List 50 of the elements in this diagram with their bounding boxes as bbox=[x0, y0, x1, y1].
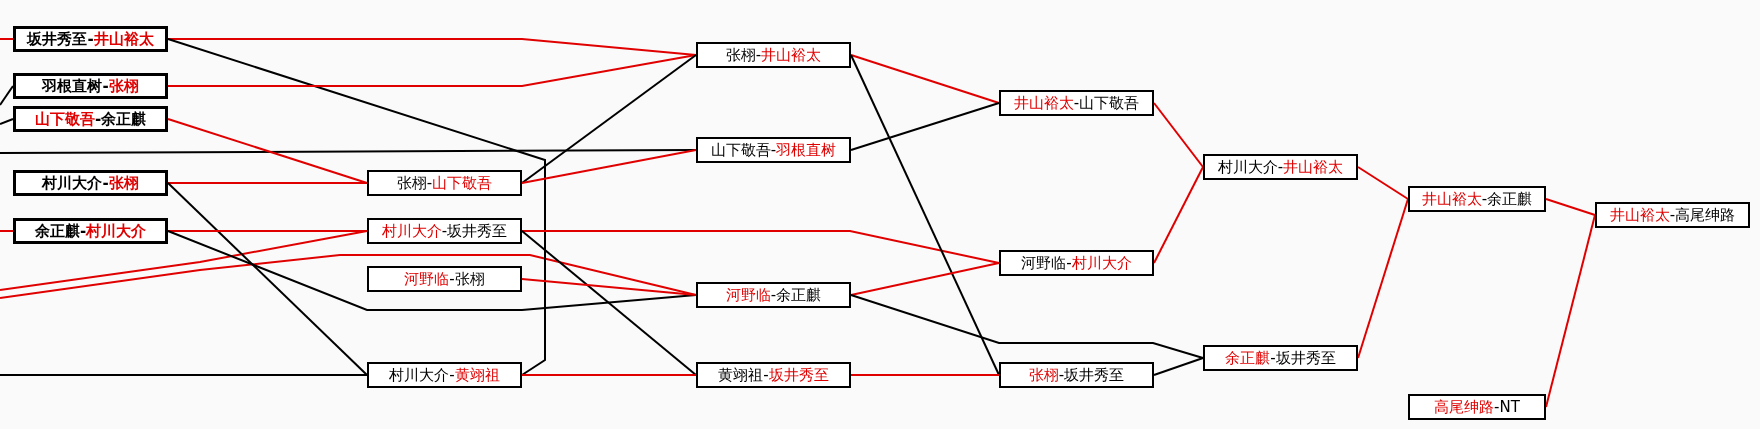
match-box: 张栩-山下敬吾 bbox=[367, 170, 522, 196]
match-box: 张栩-坂井秀至 bbox=[999, 362, 1154, 388]
bracket-line bbox=[167, 182, 368, 376]
bracket-line bbox=[850, 54, 1000, 104]
bracket-line bbox=[850, 102, 1000, 151]
bracket-line bbox=[521, 54, 697, 184]
bracket-line bbox=[1153, 357, 1204, 376]
bracket-line bbox=[850, 262, 1000, 296]
bracket-line bbox=[1357, 166, 1409, 200]
bracket-line bbox=[167, 38, 546, 376]
match-box: 河野临-余正麒 bbox=[696, 282, 851, 308]
bracket-line bbox=[1545, 198, 1596, 216]
match-box: 余正麒-坂井秀至 bbox=[1203, 345, 1358, 371]
bracket-line bbox=[850, 294, 1204, 359]
bracket-line bbox=[0, 254, 697, 299]
match-box: 井山裕太-余正麒 bbox=[1408, 186, 1546, 212]
bracket-line bbox=[1153, 102, 1204, 168]
match-box: 羽根直树-张栩 bbox=[13, 73, 168, 99]
bracket-line bbox=[0, 85, 14, 106]
match-box: 山下敬吾-羽根直树 bbox=[696, 137, 851, 163]
bracket-line bbox=[521, 278, 697, 296]
bracket-line bbox=[0, 230, 14, 232]
match-box: 余正麒-村川大介 bbox=[13, 218, 168, 244]
match-box: 河野临-村川大介 bbox=[999, 250, 1154, 276]
bracket-line bbox=[167, 230, 368, 232]
bracket-line bbox=[167, 54, 697, 87]
bracket-line bbox=[521, 374, 697, 376]
bracket-line bbox=[521, 149, 697, 184]
match-box: 坂井秀至-井山裕太 bbox=[13, 26, 168, 52]
match-box: 山下敬吾-余正麒 bbox=[13, 106, 168, 132]
bracket-line bbox=[1153, 166, 1204, 264]
match-box: 黄翊祖-坂井秀至 bbox=[696, 362, 851, 388]
bracket-line bbox=[850, 374, 1000, 376]
match-box: 村川大介-井山裕太 bbox=[1203, 154, 1358, 180]
bracket-line bbox=[0, 38, 14, 40]
match-box: 村川大介-张栩 bbox=[13, 170, 168, 196]
match-box: 高尾绅路-NT bbox=[1408, 394, 1546, 420]
bracket-line bbox=[521, 230, 1000, 264]
bracket-line bbox=[521, 230, 697, 376]
match-box: 井山裕太-山下敬吾 bbox=[999, 90, 1154, 116]
match-box: 井山裕太-高尾绅路 bbox=[1595, 202, 1750, 228]
bracket-line bbox=[0, 118, 14, 125]
bracket-line bbox=[167, 182, 368, 184]
match-box: 河野临-张栩 bbox=[367, 266, 522, 292]
match-box: 村川大介-黄翊祖 bbox=[367, 362, 522, 388]
bracket-line bbox=[850, 54, 1000, 376]
match-box: 村川大介-坂井秀至 bbox=[367, 218, 522, 244]
match-box: 张栩-井山裕太 bbox=[696, 42, 851, 68]
bracket-line bbox=[0, 374, 368, 376]
bracket-line bbox=[167, 118, 368, 184]
